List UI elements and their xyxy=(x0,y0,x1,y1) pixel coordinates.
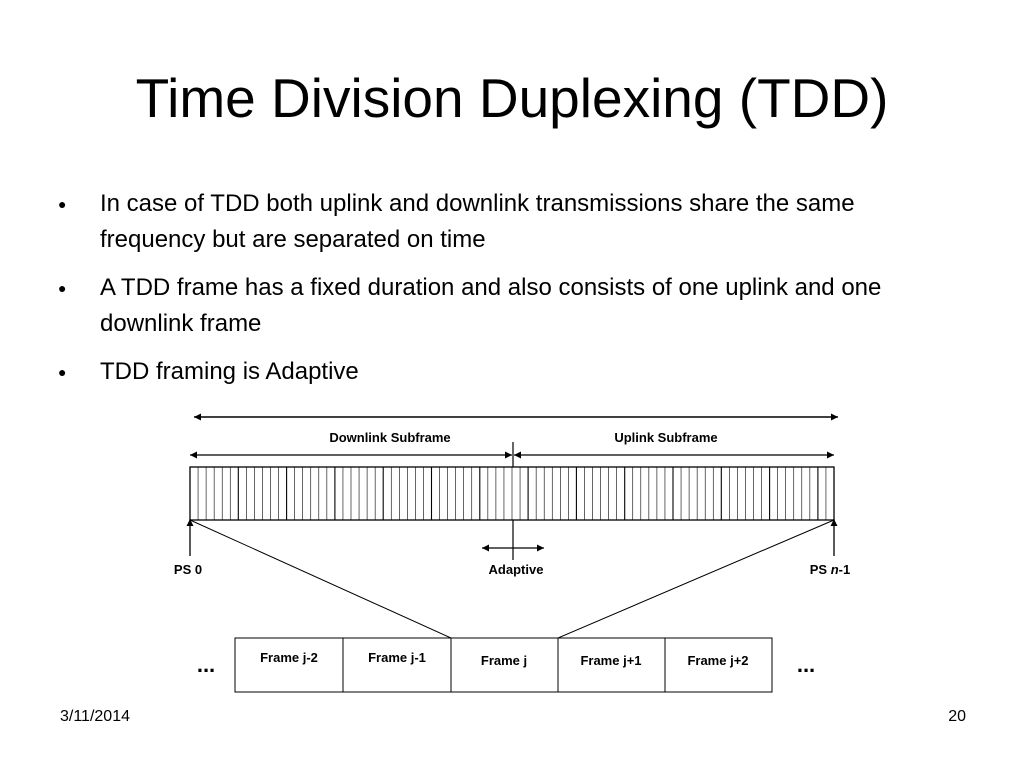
uplink-subframe-label: Uplink Subframe xyxy=(614,430,717,445)
page-number: 20 xyxy=(948,708,966,725)
ps-end-suffix: -1 xyxy=(839,562,851,577)
bullet-dot-icon: ● xyxy=(58,196,67,212)
bullet-item: ● A TDD frame has a fixed duration and a… xyxy=(58,270,958,342)
bullet-text: A TDD frame has a fixed duration and als… xyxy=(100,274,882,337)
ps-start-label: PS 0 xyxy=(174,562,202,577)
zoom-line-left xyxy=(189,519,452,639)
downlink-subframe-label: Downlink Subframe xyxy=(329,430,450,445)
frame-label: Frame j xyxy=(481,653,527,668)
slide-title: Time Division Duplexing (TDD) xyxy=(135,67,889,129)
bullet-text: TDD framing is Adaptive xyxy=(100,358,359,385)
frame-label: Frame j-2 xyxy=(260,650,318,665)
frame-label: Frame j+2 xyxy=(687,653,748,668)
physical-slot-lines xyxy=(197,467,827,520)
frame-label: Frame j+1 xyxy=(580,653,641,668)
bullet-item: ● In case of TDD both uplink and downlin… xyxy=(58,186,958,258)
bullet-list: ● In case of TDD both uplink and downlin… xyxy=(58,186,958,402)
frame-sequence-box xyxy=(234,637,773,693)
ellipsis-right: ... xyxy=(797,652,815,677)
frame-label: Frame j-1 xyxy=(368,650,426,665)
adaptive-label: Adaptive xyxy=(489,562,544,577)
zoom-line-right xyxy=(557,519,835,639)
bullet-text: In case of TDD both uplink and downlink … xyxy=(100,190,855,253)
ps-end-n: n xyxy=(831,562,839,577)
footer-date: 3/11/2014 xyxy=(60,708,130,725)
ellipsis-left: ... xyxy=(197,652,215,677)
ps-end-label: PS n-1 xyxy=(810,562,850,577)
bullet-dot-icon: ● xyxy=(58,364,67,380)
bullet-item: ● TDD framing is Adaptive xyxy=(58,354,958,390)
bullet-dot-icon: ● xyxy=(58,280,67,296)
ps-end-prefix: PS xyxy=(810,562,831,577)
